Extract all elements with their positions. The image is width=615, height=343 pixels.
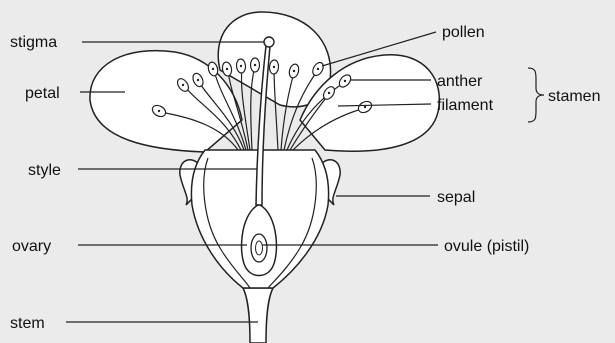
- stem-label: stem: [10, 315, 45, 332]
- stigma-label: stigma: [10, 34, 57, 51]
- ovule-part: [251, 234, 267, 262]
- filament-label: filament: [437, 97, 494, 114]
- anther-label: anther: [437, 73, 483, 90]
- style-label: style: [28, 162, 61, 179]
- ovule-label: ovule (pistil): [444, 238, 529, 255]
- stamen-label: stamen: [548, 88, 600, 105]
- sepal-label: sepal: [437, 189, 475, 206]
- petal-label: petal: [25, 85, 60, 102]
- pollen-label: pollen: [442, 24, 485, 41]
- ovary-label: ovary: [12, 238, 51, 255]
- stigma-part: [264, 37, 274, 47]
